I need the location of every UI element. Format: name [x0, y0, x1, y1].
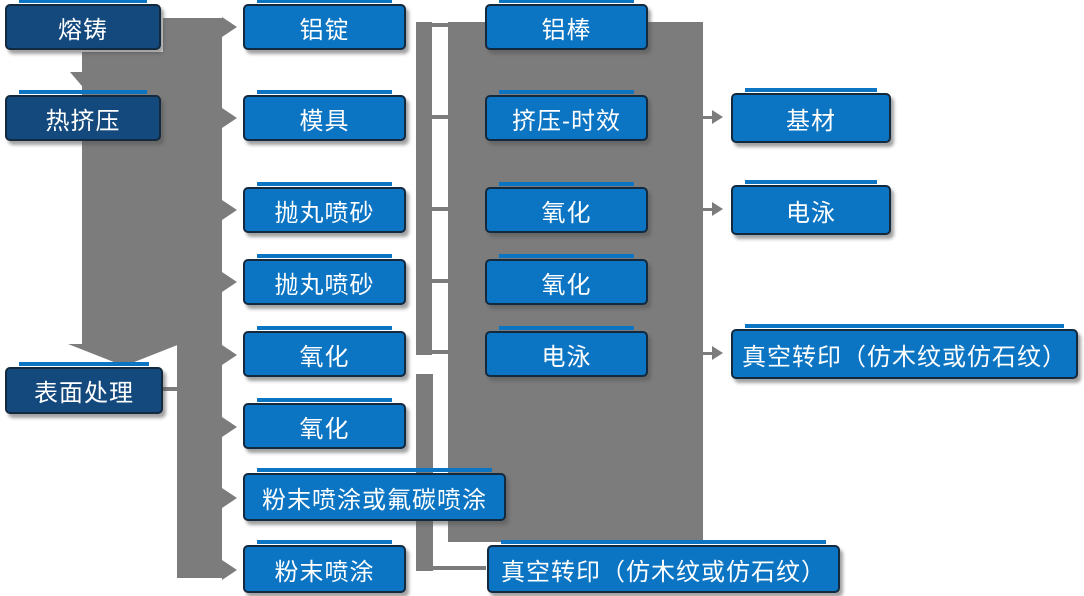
node-vacuum-transfer-printing-1: 真空转印（仿木纹或仿石纹）	[487, 540, 840, 593]
arrow-stem	[703, 208, 712, 211]
row-link	[430, 23, 448, 27]
right-arrow-icon	[712, 110, 723, 124]
arrow-stem	[703, 116, 712, 119]
row-link	[430, 279, 448, 283]
node-oxidation-1: 氧化	[243, 326, 406, 377]
row-link	[430, 350, 448, 354]
node-oxidation-3: 氧化	[485, 182, 648, 233]
node-base-material: 基材	[731, 88, 891, 143]
left-band-lower-strip	[177, 340, 222, 578]
node-aluminum-ingot: 铝锭	[243, 0, 406, 50]
row-link-bottom	[432, 566, 486, 570]
row-link	[430, 115, 448, 119]
node-shot-blasting-1: 抛丸喷砂	[243, 182, 406, 233]
middle-bar-upper	[416, 22, 432, 355]
node-vacuum-transfer-printing-2: 真空转印（仿木纹或仿石纹）	[731, 324, 1078, 379]
right-arrow-icon	[222, 345, 237, 365]
node-extrusion-aging: 挤压-时效	[485, 90, 648, 141]
middle-bar-lower	[416, 374, 433, 571]
surface-treatment-link	[161, 387, 177, 391]
node-melting-casting: 熔铸	[5, 0, 161, 50]
down-arrow-to-surface-treatment-icon	[68, 344, 180, 366]
right-arrow-icon	[222, 108, 237, 128]
right-arrow-icon	[222, 417, 237, 437]
right-arrow-icon	[712, 346, 723, 360]
arrow-stem	[703, 352, 712, 355]
node-aluminum-rod: 铝棒	[485, 0, 648, 50]
right-arrow-icon	[222, 17, 237, 37]
node-hot-extrusion: 热挤压	[5, 90, 161, 141]
node-mold: 模具	[243, 90, 406, 141]
right-arrow-icon	[222, 560, 237, 580]
right-arrow-icon	[222, 272, 237, 292]
node-powder-spraying: 粉末喷涂	[243, 540, 406, 593]
row-link	[430, 207, 448, 211]
right-arrow-icon	[712, 202, 723, 216]
right-arrow-icon	[222, 200, 237, 220]
node-surface-treatment: 表面处理	[5, 362, 163, 414]
right-arrow-icon	[222, 488, 237, 508]
node-oxidation-4: 氧化	[485, 254, 648, 305]
node-electrophoresis-1: 电泳	[485, 326, 648, 377]
down-arrow-to-hot-extrusion-icon	[70, 72, 104, 92]
node-shot-blasting-2: 抛丸喷砂	[243, 254, 406, 305]
node-oxidation-2: 氧化	[243, 398, 406, 449]
band-top-extension	[163, 18, 222, 52]
node-electrophoresis-2: 电泳	[731, 180, 891, 235]
node-powder-or-fluorocarbon-spraying: 粉末喷涂或氟碳喷涂	[243, 468, 506, 521]
